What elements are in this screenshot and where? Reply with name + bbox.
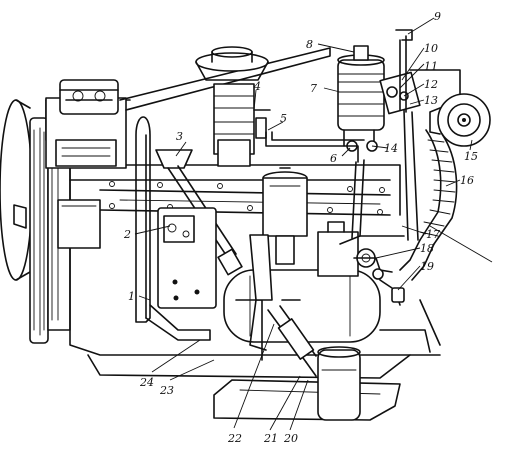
oil-drain-pipe bbox=[267, 305, 317, 377]
callout-2: 2 bbox=[123, 228, 131, 241]
callout-14: 14 bbox=[384, 142, 398, 155]
oil-filter-housing bbox=[262, 167, 308, 265]
callout-labels: 1 2 3 4 5 6 7 8 9 10 11 12 13 14 15 16 1… bbox=[123, 10, 478, 445]
callout-13: 13 bbox=[424, 94, 438, 107]
callout-24: 24 bbox=[139, 376, 154, 389]
callout-23: 23 bbox=[159, 384, 174, 397]
sump-canister bbox=[317, 346, 361, 421]
callout-17: 17 bbox=[426, 228, 440, 241]
carburettor bbox=[45, 47, 331, 169]
oil-cooler bbox=[223, 234, 381, 361]
callout-10: 10 bbox=[424, 42, 438, 55]
corrugated-hose bbox=[399, 129, 458, 281]
callout-21: 21 bbox=[263, 432, 278, 445]
callout-12: 12 bbox=[424, 78, 438, 91]
callout-5: 5 bbox=[280, 112, 287, 125]
right-fittings bbox=[317, 221, 405, 306]
callout-1: 1 bbox=[128, 290, 135, 303]
callout-3: 3 bbox=[176, 130, 183, 143]
reservoir-tank bbox=[337, 45, 385, 152]
right-pulley bbox=[429, 93, 491, 147]
callout-20: 20 bbox=[283, 432, 298, 445]
air-filter bbox=[195, 46, 271, 167]
dipstick-tube bbox=[135, 116, 211, 341]
callout-11: 11 bbox=[424, 60, 438, 73]
callout-16: 16 bbox=[460, 174, 474, 187]
side-plate bbox=[157, 207, 217, 309]
callout-9: 9 bbox=[434, 10, 441, 23]
callout-7: 7 bbox=[310, 82, 317, 95]
callout-22: 22 bbox=[227, 432, 242, 445]
bracket bbox=[395, 29, 413, 41]
callout-18: 18 bbox=[420, 242, 434, 255]
leader-lines bbox=[134, 17, 493, 431]
callout-6: 6 bbox=[330, 152, 337, 165]
callout-8: 8 bbox=[306, 38, 313, 51]
return-pipes bbox=[265, 131, 365, 239]
callout-4: 4 bbox=[253, 80, 261, 93]
callout-15: 15 bbox=[464, 150, 478, 163]
callout-19: 19 bbox=[420, 260, 434, 273]
